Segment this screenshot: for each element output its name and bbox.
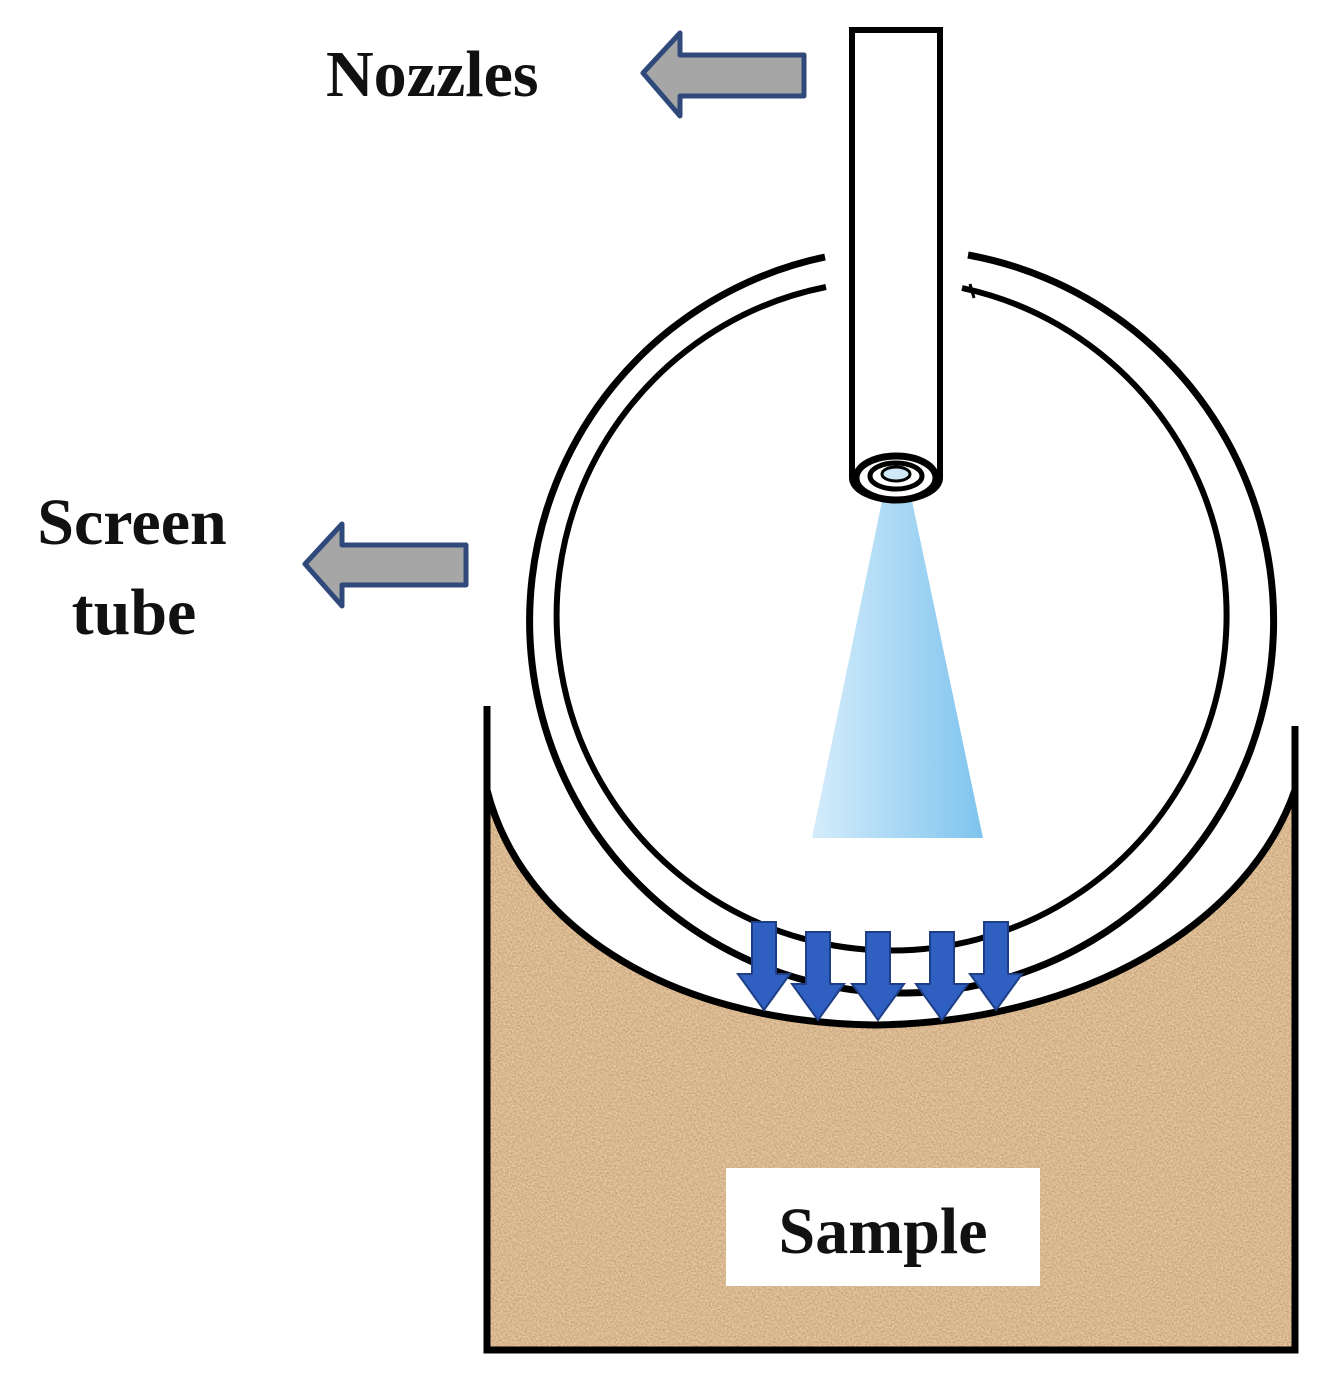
screen-tube-outer-ring [526,251,1278,997]
ring-tick [968,283,976,299]
nozzles-label: Nozzles [326,38,539,111]
flow-arrow [969,921,1023,1011]
flow-arrow [851,931,905,1021]
sample-label-box: Sample [726,1168,1040,1286]
soil-surface-curve [483,706,1299,1029]
spray-cone [812,482,983,838]
nozzles-pointer-arrow-icon [640,30,807,119]
screen-tube-label-line1: Screen [37,486,226,559]
screen-tube-label-line2: tube [72,576,197,649]
nozzle-pipe [849,27,943,504]
container-walls [483,790,1299,1354]
sample-label: Sample [778,1195,987,1268]
screen-tube-pointer-arrow-icon [302,521,469,609]
